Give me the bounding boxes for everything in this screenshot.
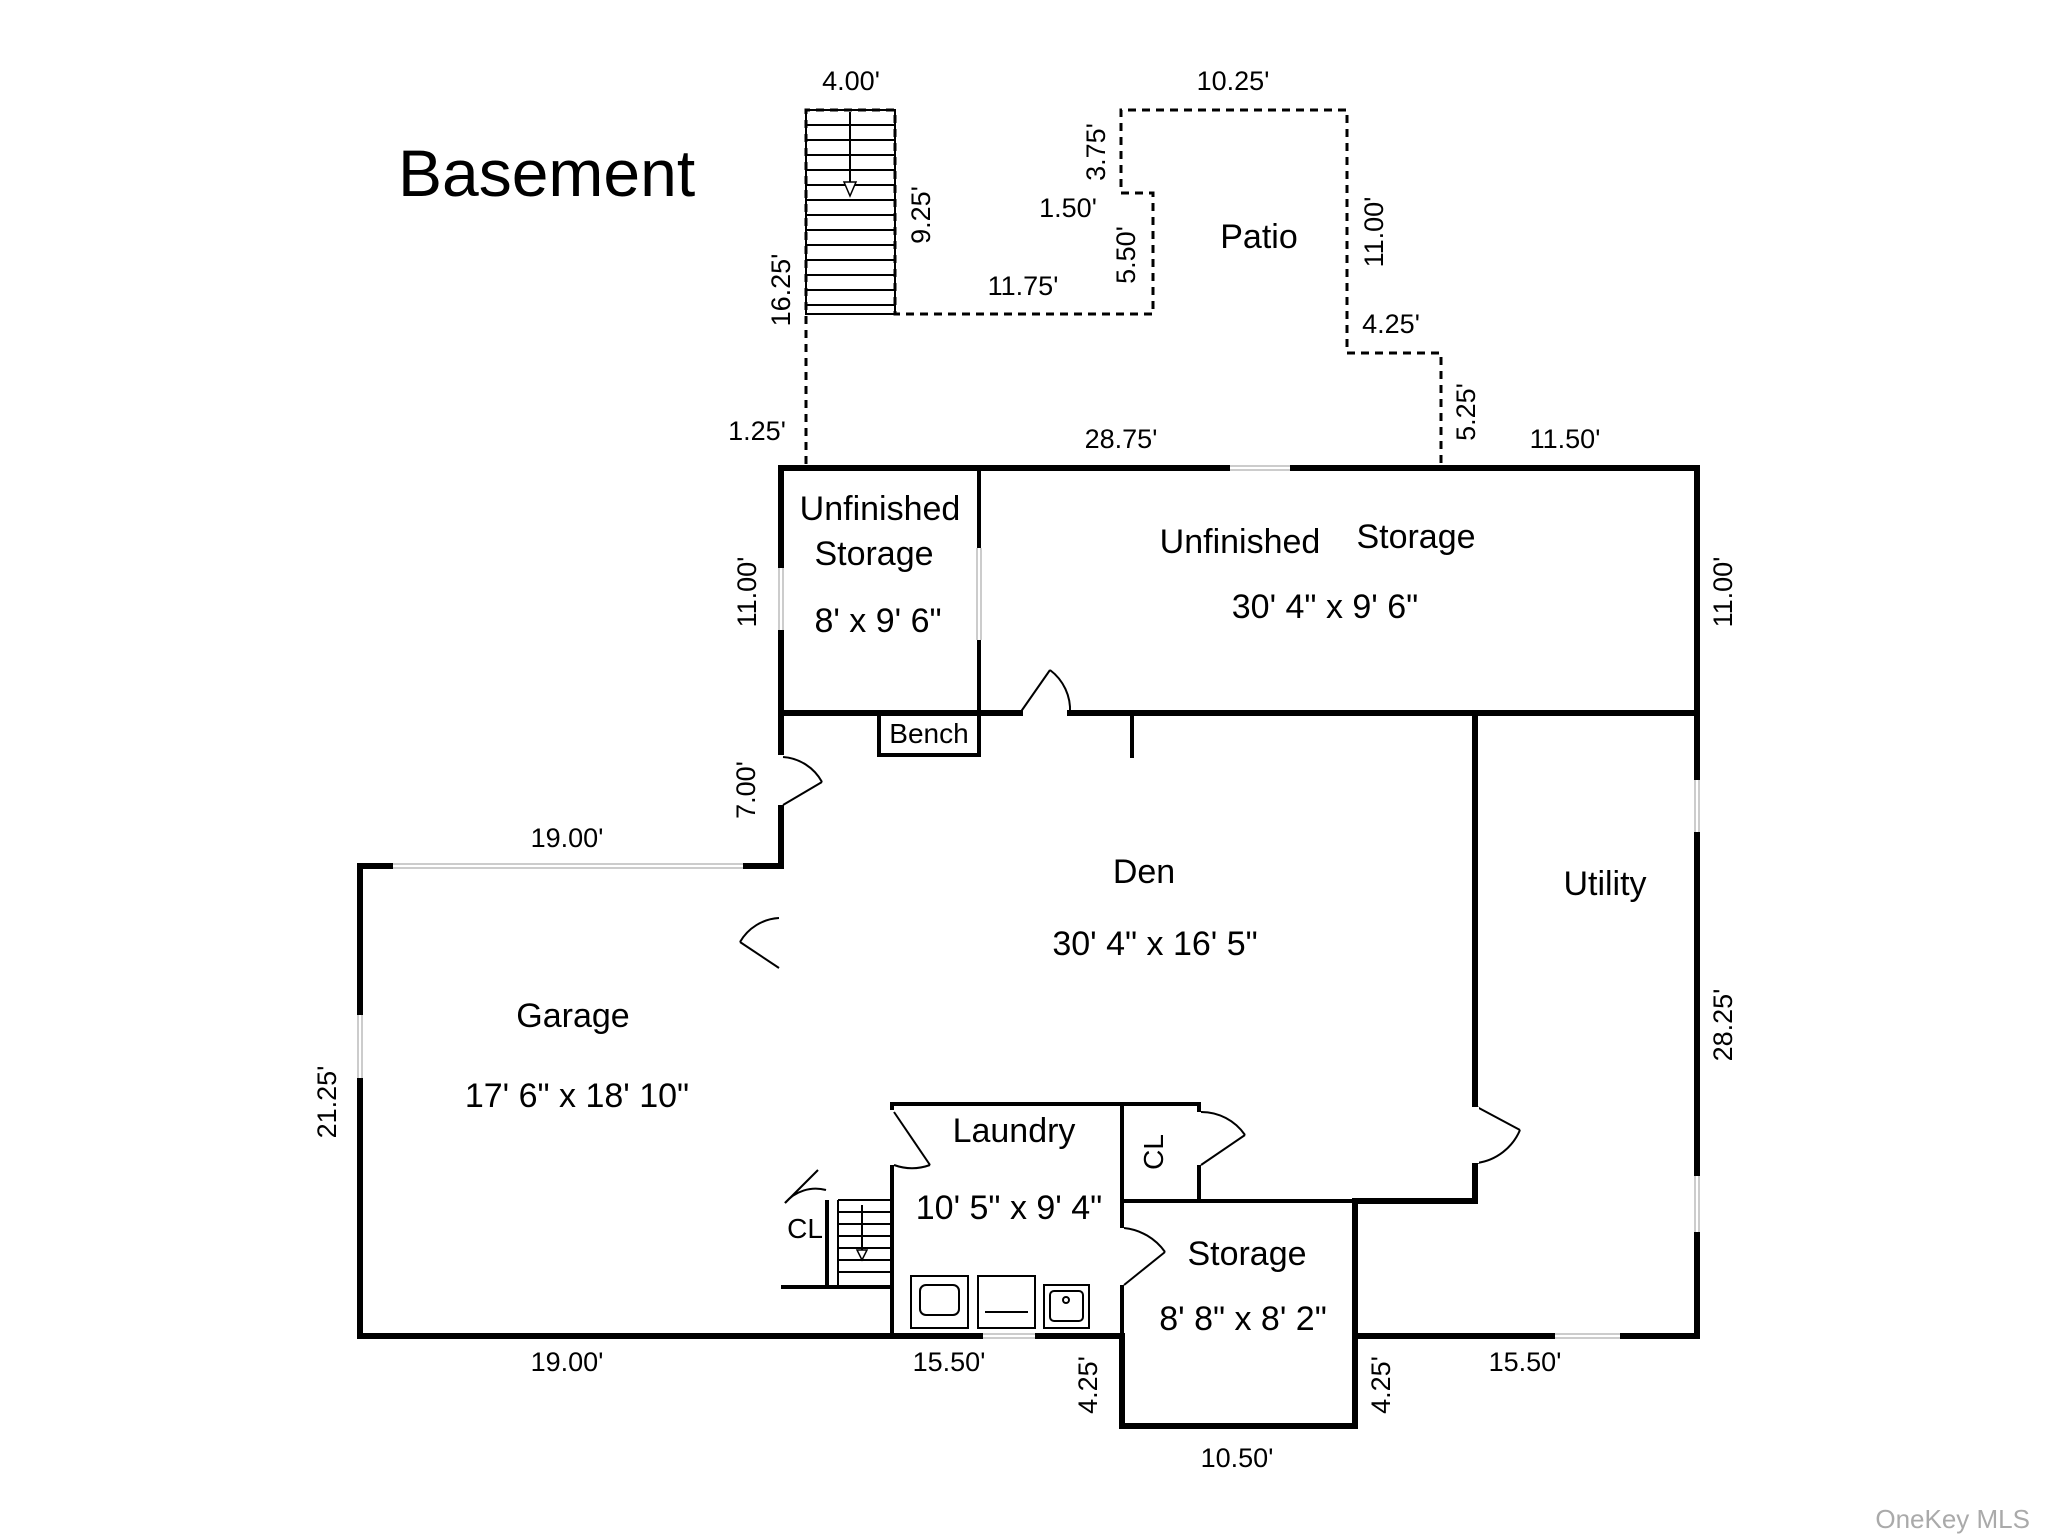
dim-patio-notch-width: 1.50' <box>1039 193 1097 223</box>
room-storage: Storage <box>1187 1235 1306 1273</box>
room-laundry-size: 10' 5" x 9' 4" <box>916 1189 1102 1227</box>
dim-left-den: 7.00' <box>731 761 761 819</box>
dim-stair-width: 4.00' <box>822 66 880 96</box>
doors <box>739 669 1521 1286</box>
room-garage: Garage <box>516 997 629 1035</box>
label-closet-stairs: CL <box>787 1213 823 1244</box>
interior-walls <box>778 468 1700 1339</box>
dim-offset-left: 1.25' <box>728 416 786 446</box>
room-laundry: Laundry <box>953 1112 1076 1150</box>
windows <box>357 465 1700 1339</box>
dim-left-storage: 11.00' <box>732 557 762 628</box>
dim-right-utility: 28.25' <box>1708 989 1738 1062</box>
dim-patio-right: 11.00' <box>1359 197 1389 268</box>
label-closet-laundry: CL <box>1138 1134 1169 1170</box>
room-den-size: 30' 4" x 16' 5" <box>1052 925 1257 963</box>
dim-bottom-right: 15.50' <box>1489 1347 1562 1377</box>
laundry-appliances <box>910 1275 1090 1329</box>
dim-garage-bottom: 19.00' <box>531 1347 604 1377</box>
room-unfinished-storage-large-size: 30' 4" x 9' 6" <box>1232 588 1418 626</box>
label-bench: Bench <box>889 718 968 749</box>
dim-garage-left: 21.25' <box>312 1066 342 1139</box>
dim-storage-right: 4.25' <box>1366 1356 1396 1414</box>
dim-bottom-middle: 15.50' <box>913 1347 986 1377</box>
dim-patio-step-right: 5.25' <box>1451 383 1481 441</box>
room-utility: Utility <box>1563 865 1646 903</box>
dim-garage-top: 19.00' <box>531 823 604 853</box>
room-garage-size: 17' 6" x 18' 10" <box>465 1077 689 1115</box>
room-unfinished-storage-small-line2: Storage <box>814 535 933 573</box>
dim-stair-length: 9.25' <box>906 186 936 244</box>
dim-patio-left: 16.25' <box>766 254 796 327</box>
dim-storage-bottom: 10.50' <box>1201 1443 1274 1473</box>
watermark: OneKey MLS <box>1875 1504 2030 1534</box>
exterior-stairs <box>805 109 896 315</box>
plan-title: Basement <box>398 136 695 210</box>
dim-patio-step-height: 5.50' <box>1111 226 1141 284</box>
dim-patio-bottom-left: 11.75' <box>988 271 1059 301</box>
dim-patio-notch-height: 3.75' <box>1081 123 1111 181</box>
dim-storage-left: 4.25' <box>1073 1356 1103 1414</box>
dim-patio-step-width: 4.25' <box>1362 309 1420 339</box>
room-unfinished-storage-large-word2: Storage <box>1356 518 1475 556</box>
dim-top-right: 11.50' <box>1530 424 1601 454</box>
room-patio: Patio <box>1220 218 1298 256</box>
interior-stairs <box>837 1199 892 1287</box>
room-unfinished-storage-small-size: 8' x 9' 6" <box>814 602 941 640</box>
dim-right-storage: 11.00' <box>1708 557 1738 628</box>
dim-patio-top: 10.25' <box>1197 66 1270 96</box>
room-unfinished-storage-small-line1: Unfinished <box>800 490 961 528</box>
dim-top-middle: 28.75' <box>1085 424 1158 454</box>
exterior-walls <box>357 465 1700 1429</box>
room-den: Den <box>1113 853 1175 891</box>
patio-outline <box>804 108 1443 464</box>
room-storage-size: 8' 8" x 8' 2" <box>1159 1300 1327 1338</box>
room-unfinished-storage-large-word1: Unfinished <box>1160 523 1321 561</box>
